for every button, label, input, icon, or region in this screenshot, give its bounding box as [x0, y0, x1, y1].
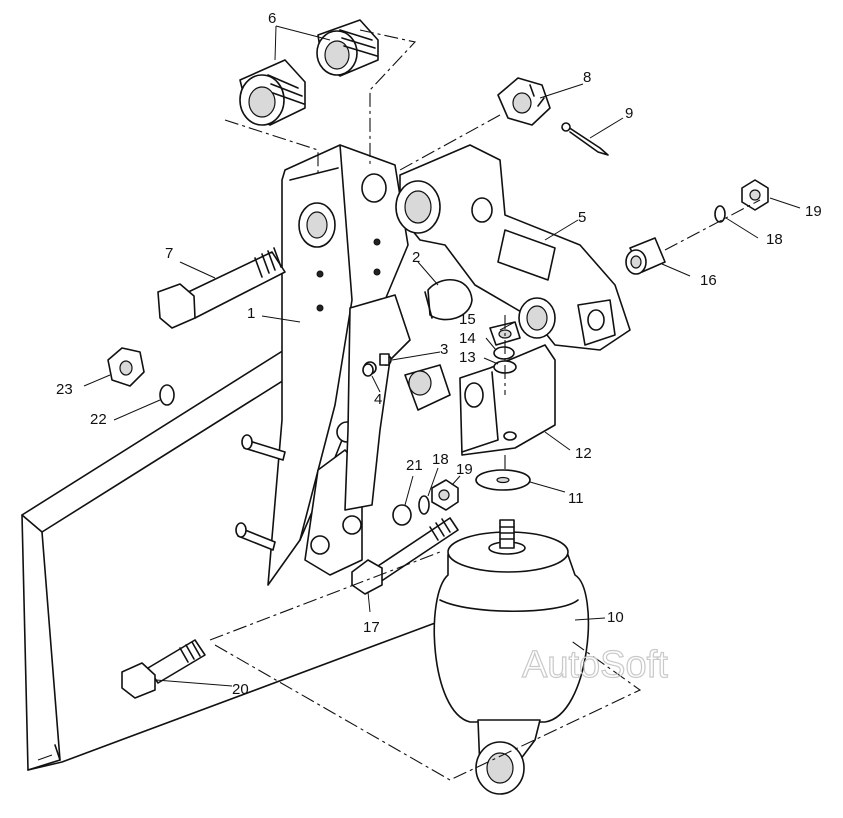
washer-11: [475, 455, 531, 491]
bushing-upper-right: [316, 19, 379, 77]
callout-13: 13: [459, 349, 476, 366]
bolt-20: [121, 639, 206, 699]
callout-7: 7: [165, 245, 173, 262]
callout-18-right: 18: [766, 231, 783, 248]
callout-1: 1: [247, 305, 255, 322]
air-spring-10: [433, 519, 590, 795]
washer-21: [392, 504, 412, 526]
callout-labels: 1 2 3 4 5 6 7 8 9 10 11 12 13 14 15 16 1…: [56, 10, 822, 698]
washer-18-lower: [418, 495, 430, 515]
washer-22: [159, 384, 175, 406]
callout-18-lower: 18: [432, 451, 449, 468]
castle-nut-8: [497, 77, 551, 126]
bushing-16: [625, 237, 666, 275]
bolt-7: [157, 247, 286, 329]
callout-3: 3: [440, 341, 448, 358]
callout-23: 23: [56, 381, 73, 398]
callout-14: 14: [459, 330, 476, 347]
callout-21: 21: [406, 457, 423, 474]
callout-6: 6: [268, 10, 276, 27]
fastener-stack-13-15: [489, 315, 521, 395]
callout-10: 10: [607, 609, 624, 626]
nut-23: [107, 347, 145, 387]
callout-11: 11: [568, 490, 584, 507]
studs: [235, 434, 286, 551]
callout-19-right: 19: [805, 203, 822, 220]
nut-19-lower: [431, 479, 459, 511]
cotter-pin-9: [561, 122, 609, 156]
callout-17: 17: [363, 619, 380, 636]
callout-22: 22: [90, 411, 107, 428]
cap-2: [424, 278, 473, 321]
callout-8: 8: [583, 69, 591, 86]
callout-15: 15: [459, 311, 476, 328]
washer-18-right: [714, 205, 726, 223]
bushing-lower-left: [239, 59, 306, 126]
bracket-5: [395, 144, 631, 351]
leader-lines: [83, 25, 801, 687]
callout-16: 16: [700, 272, 717, 289]
bolt-17: [351, 517, 459, 595]
bushings-6: [224, 19, 417, 175]
callout-19-lower: 19: [456, 461, 473, 478]
bracket-12: [404, 344, 556, 456]
bracket-arm-1: [267, 144, 411, 586]
callout-2: 2: [412, 249, 420, 266]
nut-19-right: [741, 179, 769, 211]
watermark: AutoSoft: [522, 644, 668, 686]
callout-4: 4: [374, 391, 382, 408]
callout-12: 12: [575, 445, 592, 462]
callout-20: 20: [232, 681, 249, 698]
callout-9: 9: [625, 105, 633, 122]
callout-5: 5: [578, 209, 586, 226]
washer-4: [362, 363, 374, 377]
nut-3: [379, 353, 390, 366]
